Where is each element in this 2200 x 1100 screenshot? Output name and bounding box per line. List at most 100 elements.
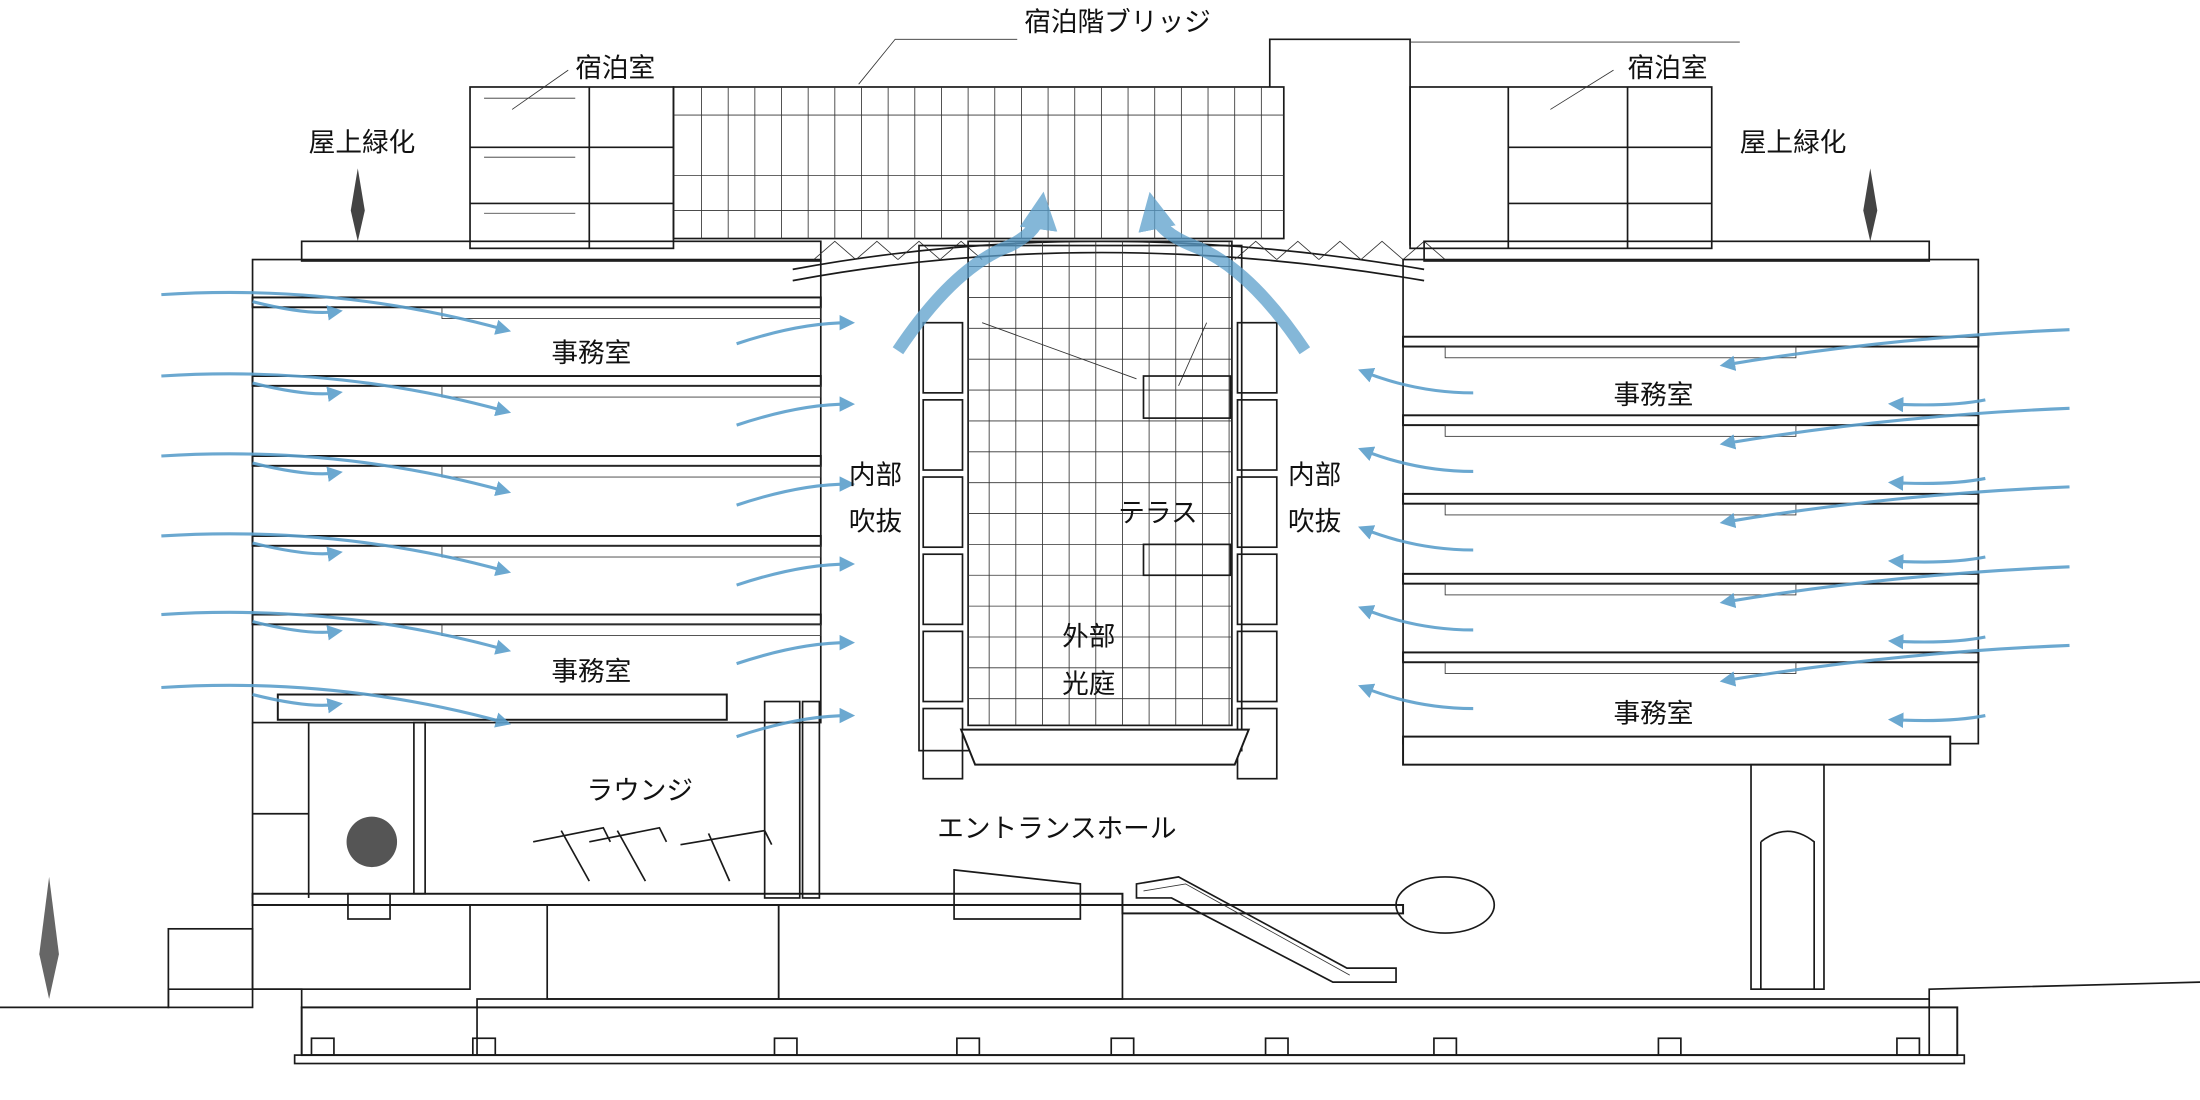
footing bbox=[956, 1037, 981, 1056]
airflow-arrow bbox=[1719, 565, 2070, 609]
footing bbox=[1896, 1037, 1921, 1056]
trees bbox=[39, 168, 1878, 999]
airflow-arrow bbox=[1887, 633, 1986, 650]
airflow-arrow bbox=[252, 461, 343, 482]
airflow-arrow bbox=[1887, 475, 1986, 491]
hotel-bridge bbox=[672, 38, 1446, 282]
ceiling bbox=[1444, 346, 1797, 359]
office-label: 事務室 bbox=[551, 656, 631, 687]
airflow-arrow bbox=[161, 532, 512, 577]
footing bbox=[1657, 1037, 1682, 1056]
void-glass-panel bbox=[922, 707, 964, 780]
airflow-arrow bbox=[1887, 553, 1986, 570]
tree-icon bbox=[350, 168, 365, 242]
void-glass-panel bbox=[1236, 476, 1278, 549]
ceiling bbox=[1444, 583, 1797, 596]
airflow-arrow bbox=[1719, 485, 2070, 529]
roof-greening-label: 屋上緑化 bbox=[1740, 128, 1847, 159]
void-glass-panel bbox=[922, 476, 964, 549]
ceiling bbox=[1444, 424, 1797, 437]
airflow-arrow bbox=[1358, 368, 1474, 395]
inner-void-label: 内部 bbox=[849, 460, 902, 491]
bridge-label: 宿泊階ブリッジ bbox=[1024, 7, 1211, 38]
lower-floors bbox=[251, 868, 1496, 1000]
airflow-arrow bbox=[1358, 525, 1474, 552]
footing bbox=[471, 1037, 497, 1056]
labels: 宿泊階ブリッジ 宿泊室 宿泊室 屋上緑化 屋上緑化 事務室 事務室 事務室 事務… bbox=[309, 7, 1847, 845]
airflow-arrow bbox=[736, 314, 856, 346]
airflow-arrow bbox=[161, 610, 512, 655]
void-glass-panel bbox=[922, 553, 964, 626]
airflow-arrow bbox=[252, 693, 343, 714]
terrace-lower bbox=[1142, 543, 1232, 577]
airflow-arrow bbox=[252, 381, 343, 402]
footing bbox=[1264, 1037, 1289, 1056]
footing bbox=[310, 1037, 335, 1056]
void-glass-panel bbox=[1236, 399, 1278, 471]
ground-and-basement bbox=[0, 904, 2200, 1065]
terrace-upper bbox=[1142, 375, 1232, 419]
right-guest-room-block bbox=[1409, 86, 1713, 250]
airflow-arrows bbox=[161, 191, 2070, 739]
airflow-arrow bbox=[252, 300, 343, 321]
airflow-arrow bbox=[1719, 406, 2070, 450]
airflow-arrow bbox=[1887, 396, 1986, 413]
airflow-arrow bbox=[736, 396, 856, 427]
lounge-umbrellas bbox=[532, 826, 773, 882]
sculpture bbox=[1395, 876, 1496, 934]
airflow-arrow bbox=[161, 372, 512, 417]
ceiling bbox=[441, 385, 822, 398]
inner-void-label: 吹抜 bbox=[849, 506, 902, 537]
office-label: 事務室 bbox=[1614, 699, 1694, 730]
ceiling bbox=[441, 545, 822, 558]
guest-room-label: 宿泊室 bbox=[1628, 53, 1708, 84]
airflow-arrow bbox=[1887, 712, 1986, 728]
guest-room-label: 宿泊室 bbox=[575, 53, 655, 84]
ceiling bbox=[1444, 503, 1797, 516]
airflow-arrow bbox=[161, 683, 512, 728]
inner-void-label: 吹抜 bbox=[1288, 506, 1341, 537]
outer-court-label: 光庭 bbox=[1062, 669, 1115, 700]
airflow-arrow bbox=[736, 476, 856, 507]
inner-void-label: 内部 bbox=[1288, 460, 1341, 491]
office-label: 事務室 bbox=[551, 338, 631, 369]
footing bbox=[773, 1037, 798, 1056]
void-glass-panel bbox=[1236, 321, 1278, 394]
ceiling bbox=[441, 623, 822, 637]
airflow-arrow bbox=[161, 452, 512, 497]
airflow-arrow bbox=[1358, 605, 1474, 632]
entrance-hall-label: エントランスホール bbox=[937, 814, 1176, 845]
void-glass-panel bbox=[1236, 630, 1278, 703]
roof-greening-label: 屋上緑化 bbox=[309, 128, 416, 159]
airflow-arrow bbox=[1358, 683, 1474, 711]
ceiling bbox=[441, 465, 822, 478]
lounge-label: ラウンジ bbox=[586, 776, 693, 807]
outer-court-label: 外部 bbox=[1062, 621, 1115, 652]
airflow-arrow bbox=[1358, 446, 1474, 473]
airflow-arrow bbox=[252, 541, 343, 562]
ceiling bbox=[441, 306, 822, 319]
atrium bbox=[918, 240, 1278, 780]
void-glass-panel bbox=[922, 399, 964, 471]
airflow-arrow bbox=[252, 620, 343, 641]
airflow-arrow bbox=[736, 556, 856, 587]
footing bbox=[1110, 1037, 1135, 1056]
left-office-block bbox=[251, 240, 822, 899]
airflow-arrow bbox=[1719, 328, 2070, 371]
airflow-arrow bbox=[1719, 643, 2070, 687]
airflow-arrow bbox=[736, 707, 856, 739]
footing bbox=[1433, 1037, 1458, 1056]
right-office-block bbox=[1402, 240, 1980, 991]
roof-truss bbox=[813, 240, 1446, 260]
void-glass-panel bbox=[922, 630, 964, 703]
escalator bbox=[1135, 876, 1397, 983]
void-glass-panel bbox=[1236, 553, 1278, 626]
ceiling bbox=[1444, 661, 1797, 674]
tree-icon bbox=[1863, 168, 1878, 242]
airflow-arrow bbox=[736, 634, 856, 666]
airflow-arrow bbox=[161, 290, 512, 335]
terrace-label: テラス bbox=[1118, 498, 1197, 529]
tree-icon bbox=[39, 876, 59, 999]
void-glass-panel bbox=[922, 321, 964, 394]
